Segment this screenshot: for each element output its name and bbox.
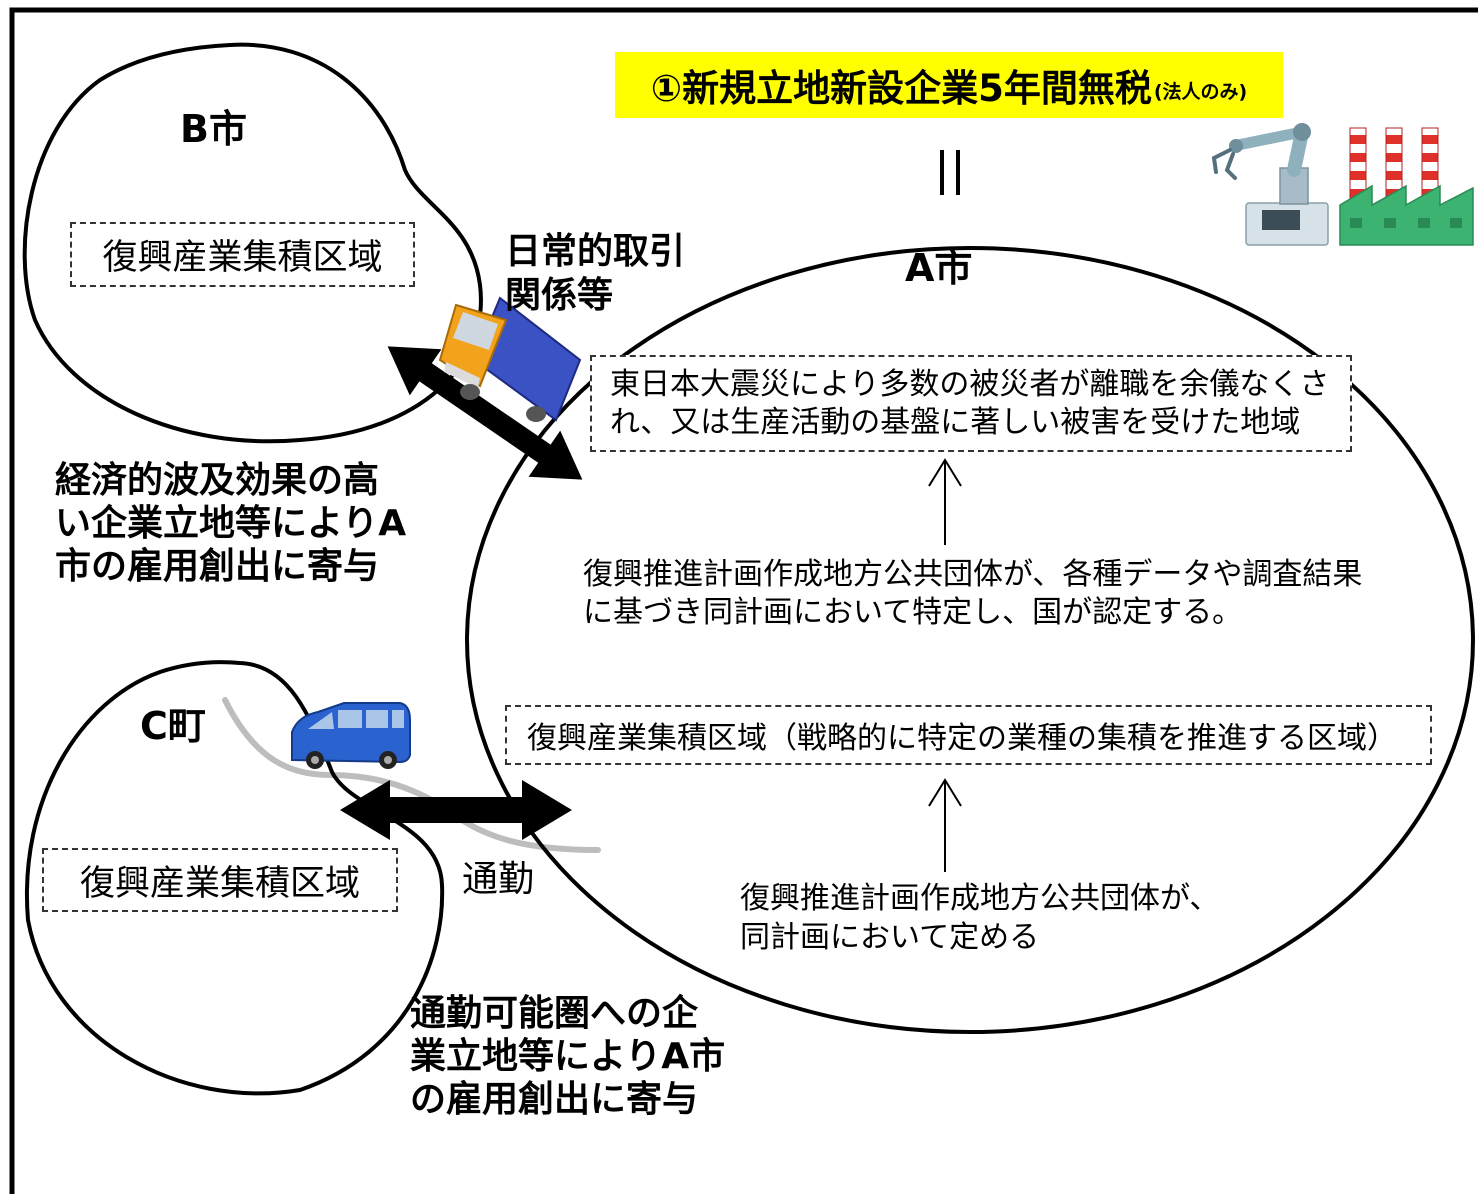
city-a-zone-box: 復興産業集積区域（戦略的に特定の業種の集積を推進する区域） xyxy=(505,705,1432,765)
affected-area-box: 東日本大震災により多数の被災者が離職を余儀なくさ れ、又は生産活動の基盤に著しい… xyxy=(590,355,1352,452)
banner-title: ①新規立地新設企業5年間無税 xyxy=(650,67,1152,110)
tax-exemption-banner: ①新規立地新設企業5年間無税 (法人のみ) xyxy=(615,52,1283,118)
car-icon xyxy=(291,702,411,769)
commute-link-label: 通勤 xyxy=(462,859,535,900)
trade-effect-line-2: い企業立地等によりA xyxy=(55,503,407,544)
zone-designation-line-2: 同計画において定める xyxy=(740,920,1040,955)
commute-double-arrow xyxy=(340,780,572,840)
robot-arm-icon xyxy=(1211,123,1329,246)
city-b-zone-label: 復興産業集積区域 xyxy=(102,238,383,278)
truck-icon xyxy=(438,296,582,422)
trade-link-label-line-2: 関係等 xyxy=(505,275,614,316)
trade-effect-line-1: 経済的波及効果の高 xyxy=(55,460,380,501)
area-designation-line-1: 復興推進計画作成地方公共団体が、各種データや調査結果 xyxy=(583,557,1363,592)
city-b-zone-box: 復興産業集積区域 xyxy=(70,222,415,287)
commute-effect-line-2: 業立地等によりA市 xyxy=(410,1036,726,1077)
city-b-region xyxy=(22,42,483,444)
city-a-zone-label: 復興産業集積区域（戦略的に特定の業種の集積を推進する区域） xyxy=(527,721,1397,756)
town-c-region xyxy=(24,660,445,1096)
trade-link-label-line-1: 日常的取引 xyxy=(505,231,686,272)
trade-effect-line-3: 市の雇用創出に寄与 xyxy=(55,546,380,587)
affected-area-line-1: 東日本大震災により多数の被災者が離職を余儀なくさ xyxy=(610,366,1330,402)
affected-area-line-2: れ、又は生産活動の基盤に著しい被害を受けた地域 xyxy=(610,404,1301,440)
trade-double-arrow xyxy=(387,346,583,480)
town-c-zone-box: 復興産業集積区域 xyxy=(42,848,398,912)
city-a-region xyxy=(465,246,1475,1034)
outer-frame xyxy=(9,7,1478,1194)
town-c-label: C町 xyxy=(140,704,206,748)
city-a-label: A市 xyxy=(905,246,973,290)
town-c-zone-label: 復興産業集積区域 xyxy=(79,863,360,904)
up-arrow-affected-area xyxy=(928,458,962,545)
area-designation-line-2: に基づき同計画において特定し、国が認定する。 xyxy=(583,595,1243,630)
city-b-label: B市 xyxy=(180,107,247,151)
zone-designation-line-1: 復興推進計画作成地方公共団体が、 xyxy=(740,881,1220,916)
equals-mark xyxy=(940,150,960,195)
commute-effect-line-1: 通勤可能圏への企 xyxy=(410,993,699,1034)
up-arrow-zone xyxy=(928,778,962,872)
factory-icon xyxy=(1339,127,1474,246)
commute-road xyxy=(222,697,601,853)
banner-note: (法人のみ) xyxy=(1153,80,1248,103)
commute-effect-line-3: の雇用創出に寄与 xyxy=(410,1079,699,1120)
